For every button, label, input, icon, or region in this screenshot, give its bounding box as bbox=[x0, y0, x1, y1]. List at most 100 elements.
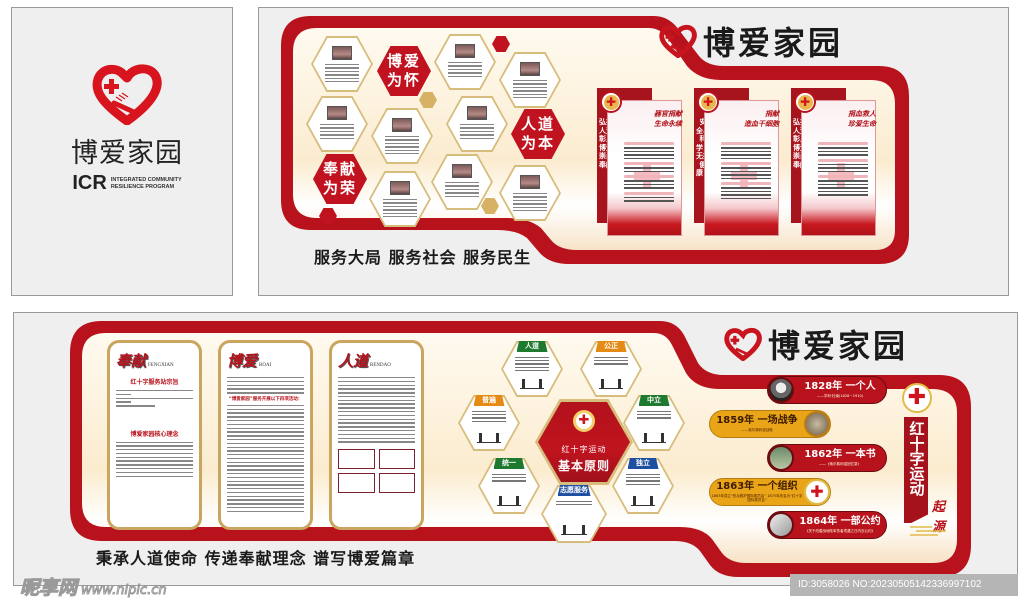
image-id-watermark: ID:3058026 NO:20230505142336997102 bbox=[790, 574, 1018, 596]
timeline-note: ——索尔弗利诺战役 bbox=[741, 427, 773, 432]
red-cross-laurel-icon: ✚ bbox=[902, 383, 932, 413]
poster-side-text: 安全、科学，无损健康！ bbox=[696, 118, 710, 177]
poster-side-text: 弘扬人道 彰显博爱 崇尚奉献 bbox=[599, 118, 613, 169]
decor-hex bbox=[492, 36, 510, 52]
photo-frames bbox=[338, 448, 415, 493]
logo-tagline: INTEGRATED COMMUNITY RESILIENCE PROGRAM bbox=[111, 177, 182, 191]
scale-icon bbox=[598, 379, 624, 389]
card-title: 奉献 bbox=[116, 352, 147, 370]
card-section-heading: 红十字服务站宗旨 bbox=[130, 379, 179, 386]
card-pinyin: BOAI bbox=[259, 363, 272, 368]
timeline-item-1862: 1862年 一本书——《索尔弗利诺回忆录》 bbox=[767, 444, 887, 472]
cloud-decor-icon bbox=[910, 526, 946, 536]
card-title: 博爱 bbox=[227, 352, 258, 370]
timeline-note: ——《索尔弗利诺回忆录》 bbox=[819, 461, 861, 466]
decor-hex bbox=[419, 92, 437, 108]
photo-thumbnail bbox=[392, 118, 412, 132]
tagline-line-2: RESILIENCE PROGRAM bbox=[110, 183, 175, 190]
timeline-item-1863: 1863年 一个组织 1863年成立“伤兵救护国际委员会” 1875年改名为“红十… bbox=[709, 478, 831, 506]
watermark-site: 昵享网 bbox=[19, 577, 78, 600]
bottom-slogan: 秉承人道使命 传递奉献理念 谱写博爱篇章 bbox=[96, 549, 416, 568]
card-pinyin: RENDAO bbox=[370, 363, 391, 368]
logo-title: 博爱家园 bbox=[71, 138, 183, 169]
principle-label: 统一 bbox=[493, 458, 525, 469]
heart-cross-icon bbox=[724, 327, 762, 361]
principle-label: 志愿服务 bbox=[557, 485, 591, 496]
poster-organ-donation: 弘扬人道 彰显博爱 崇尚奉献 器官捐献生命永续 ✚ bbox=[597, 88, 682, 236]
principles-subtitle: 红十字运动 bbox=[561, 445, 607, 454]
red-cross-watermark bbox=[731, 163, 757, 189]
timeline-item-1859: 1859年 一场战争——索尔弗利诺战役 bbox=[709, 410, 831, 438]
principle-label: 中立 bbox=[638, 395, 670, 406]
poster-title: 捐献造血干细胞 bbox=[744, 109, 779, 128]
red-cross-emblem-icon: ✚ bbox=[804, 479, 830, 505]
hex-label-line-2: 为怀 bbox=[386, 71, 421, 89]
hex-label-line-2: 为荣 bbox=[322, 179, 357, 197]
hex-label-line-1: 博爱 bbox=[386, 52, 421, 70]
principle-unity: 统一 bbox=[478, 458, 540, 514]
side-title-text: 红十字运动 bbox=[907, 421, 926, 496]
red-cross-emblem-icon: ✚ bbox=[794, 91, 816, 113]
photo-thumbnail bbox=[455, 44, 475, 58]
photo-thumbnail bbox=[332, 46, 352, 60]
timeline-year: 1859年 一场战争 bbox=[716, 414, 798, 426]
logo-panel: 博爱家园 ICR INTEGRATED COMMUNITY RESILIENCE… bbox=[11, 7, 233, 296]
poster-title: 捐血救人珍爱生命 bbox=[848, 109, 876, 128]
logo-abbr: ICR bbox=[72, 172, 107, 194]
hex-label-line-2: 为本 bbox=[520, 134, 555, 152]
photo-thumbnail bbox=[520, 175, 540, 189]
timeline-note: 1863年成立“伤兵救护国际委员会” 1875年改名为“红十字国际委员会” bbox=[711, 494, 803, 502]
origin-char-1: 起 bbox=[932, 500, 946, 515]
book-image bbox=[768, 445, 794, 471]
principles-title: 基本原则 bbox=[557, 459, 610, 473]
photo-thumbnail bbox=[520, 62, 540, 76]
photo-thumbnail bbox=[467, 106, 487, 120]
watermark-url: www.nipic.cn bbox=[81, 583, 168, 599]
photo-thumbnail bbox=[452, 164, 472, 178]
timeline-note: ——亨利·杜南(1828－1910) bbox=[816, 393, 864, 398]
timeline-note: 《关于改善战地陆军伤者境遇之日内瓦公约》 bbox=[805, 528, 875, 533]
photo-hex-card bbox=[446, 96, 508, 152]
principle-label: 普遍 bbox=[473, 395, 505, 406]
card-title: 人道 bbox=[338, 352, 369, 370]
principle-label: 公正 bbox=[595, 341, 627, 352]
photo-hex-card bbox=[431, 154, 493, 210]
red-cross-emblem-icon: ✚ bbox=[600, 91, 622, 113]
battle-image bbox=[804, 411, 830, 437]
red-cross-emblem-icon: ✚ bbox=[573, 410, 595, 432]
top-wall-panel: 博爱家园 博爱为怀 人道为本 奉献为荣 弘扬人道 彰显博爱 崇尚奉献 器官捐献生… bbox=[258, 7, 1009, 296]
brand-title: 博爱家园 bbox=[703, 24, 844, 62]
photo-hex-card bbox=[311, 36, 373, 92]
photo-thumbnail bbox=[327, 106, 347, 120]
poster-stem-cell-donation: 安全、科学，无损健康！ 捐献造血干细胞 ✚ bbox=[694, 88, 779, 236]
heart-cross-icon bbox=[659, 24, 697, 58]
timeline-year: 1863年 一个组织 bbox=[716, 481, 798, 492]
dunant-portrait bbox=[768, 377, 794, 403]
timeline-year: 1864年 一部公约 bbox=[799, 515, 881, 527]
principle-neutrality: 中立 bbox=[623, 395, 685, 451]
heart-cross-hands-icon bbox=[92, 64, 162, 125]
principle-voluntary-service: 志愿服务 bbox=[541, 485, 607, 543]
timeline-item-1864: 1864年 一部公约《关于改善战地陆军伤者境遇之日内瓦公约》 bbox=[767, 511, 887, 539]
poster-blood-donation: 弘扬人道 彰显博爱 崇尚奉献 捐血救人珍爱生命 ✚ bbox=[791, 88, 876, 236]
photo-thumbnail bbox=[390, 181, 410, 195]
brand-title: 博爱家园 bbox=[768, 327, 909, 365]
principle-humanity: 人道 bbox=[501, 341, 563, 397]
poster-title: 器官捐献生命永续 bbox=[654, 109, 682, 128]
principle-label: 独立 bbox=[627, 458, 659, 469]
logo-lockup: 博爱家园 ICR INTEGRATED COMMUNITY RESILIENCE… bbox=[67, 63, 187, 195]
bottom-brand: 博爱家园 bbox=[724, 321, 908, 367]
card-section-heading: “博爱家园”服务开展以下四项活动： bbox=[228, 396, 303, 402]
decor-hex bbox=[319, 208, 337, 224]
principle-impartiality: 公正 bbox=[580, 341, 642, 397]
top-slogan: 服务大局 服务社会 服务民生 bbox=[314, 248, 532, 267]
principle-universality: 普遍 bbox=[458, 395, 520, 451]
hex-label-line-1: 奉献 bbox=[322, 160, 357, 178]
top-brand: 博爱家园 bbox=[659, 18, 843, 64]
red-cross-emblem-icon: ✚ bbox=[697, 91, 719, 113]
timeline-year: 1828年 一个人 bbox=[804, 380, 876, 392]
convention-image bbox=[768, 512, 794, 538]
